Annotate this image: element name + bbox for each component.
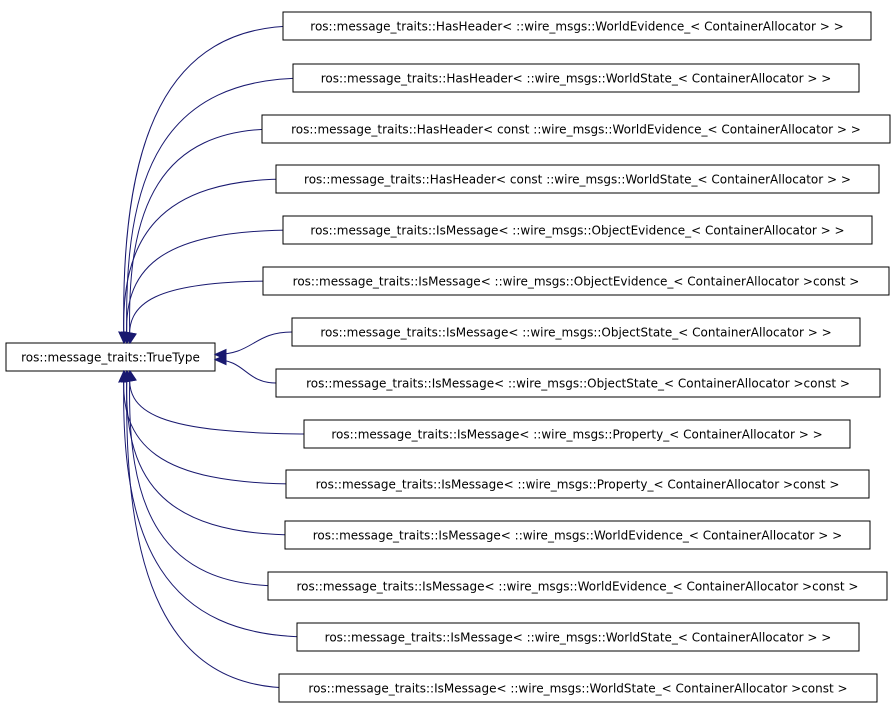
inheritance-edge [126,370,300,536]
derived-class-node[interactable]: ros::message_traits::IsMessage< ::wire_m… [296,622,860,652]
derived-class-node[interactable]: ros::message_traits::HasHeader< ::wire_m… [282,11,872,41]
derived-class-box [292,63,860,93]
derived-class-label: ros::message_traits::IsMessage< ::wire_m… [325,631,832,645]
arrowhead [213,353,227,366]
inheritance-arrowheads [118,331,227,383]
derived-class-box [275,368,881,398]
derived-class-box [282,11,872,41]
inheritance-edge [123,370,312,638]
derived-class-node[interactable]: ros::message_traits::IsMessage< ::wire_m… [262,266,890,296]
derived-class-box [262,266,890,296]
inheritance-edge [123,178,291,344]
derived-class-label: ros::message_traits::IsMessage< ::wire_m… [310,224,844,238]
derived-class-box [291,317,861,347]
inheritance-edge [129,370,283,587]
inheritance-edge [123,370,301,485]
derived-class-node[interactable]: ros::message_traits::IsMessage< ::wire_m… [284,520,871,550]
derived-class-node[interactable]: ros::message_traits::IsMessage< ::wire_m… [303,419,851,449]
base-class-label: ros::message_traits::TrueType [21,351,200,365]
derived-class-box [261,114,891,144]
arrowhead [124,331,137,345]
base-class-box [5,342,216,372]
derived-class-box [282,215,873,245]
derived-class-node[interactable]: ros::message_traits::IsMessage< ::wire_m… [275,368,881,398]
derived-class-node[interactable]: ros::message_traits::IsMessage< ::wire_m… [282,215,873,245]
arrowhead [121,369,134,383]
derived-class-box [275,164,880,194]
derived-class-node[interactable]: ros::message_traits::IsMessage< ::wire_m… [291,317,861,347]
inheritance-edge [126,229,298,344]
derived-class-label: ros::message_traits::IsMessage< ::wire_m… [316,478,840,492]
derived-class-node[interactable]: ros::message_traits::IsMessage< ::wire_m… [278,673,878,703]
inheritance-edge [128,280,278,344]
derived-class-label: ros::message_traits::IsMessage< ::wire_m… [320,326,831,340]
derived-class-label: ros::message_traits::HasHeader< const ::… [304,173,851,187]
inheritance-edge [129,128,277,344]
derived-class-node[interactable]: ros::message_traits::IsMessage< ::wire_m… [285,469,870,499]
base-class-node[interactable]: ros::message_traits::TrueType [5,342,216,372]
inheritance-edge [126,370,294,689]
derived-class-node[interactable]: ros::message_traits::HasHeader< ::wire_m… [292,63,860,93]
derived-class-node[interactable]: ros::message_traits::HasHeader< const ::… [275,164,880,194]
derived-class-box [303,419,851,449]
inheritance-edge [123,25,298,344]
derived-class-label: ros::message_traits::IsMessage< ::wire_m… [308,682,847,696]
derived-class-label: ros::message_traits::IsMessage< ::wire_m… [331,428,822,442]
derived-class-node[interactable]: ros::message_traits::HasHeader< const ::… [261,114,891,144]
derived-class-label: ros::message_traits::IsMessage< ::wire_m… [293,275,860,289]
derived-class-label: ros::message_traits::HasHeader< ::wire_m… [321,72,832,86]
derived-class-label: ros::message_traits::HasHeader< ::wire_m… [310,20,843,34]
derived-class-label: ros::message_traits::HasHeader< const ::… [291,123,861,137]
derived-class-box [267,571,888,601]
derived-class-box [285,469,870,499]
derived-class-nodes: ros::message_traits::HasHeader< ::wire_m… [261,11,891,703]
derived-class-label: ros::message_traits::IsMessage< ::wire_m… [313,529,842,543]
derived-class-box [284,520,871,550]
derived-class-label: ros::message_traits::IsMessage< ::wire_m… [306,377,850,391]
derived-class-box [278,673,878,703]
derived-class-box [296,622,860,652]
inheritance-edges [123,25,319,689]
inheritance-edge [126,77,308,344]
inheritance-edge [214,331,293,355]
derived-class-label: ros::message_traits::IsMessage< ::wire_m… [297,580,859,594]
derived-class-node[interactable]: ros::message_traits::IsMessage< ::wire_m… [267,571,888,601]
